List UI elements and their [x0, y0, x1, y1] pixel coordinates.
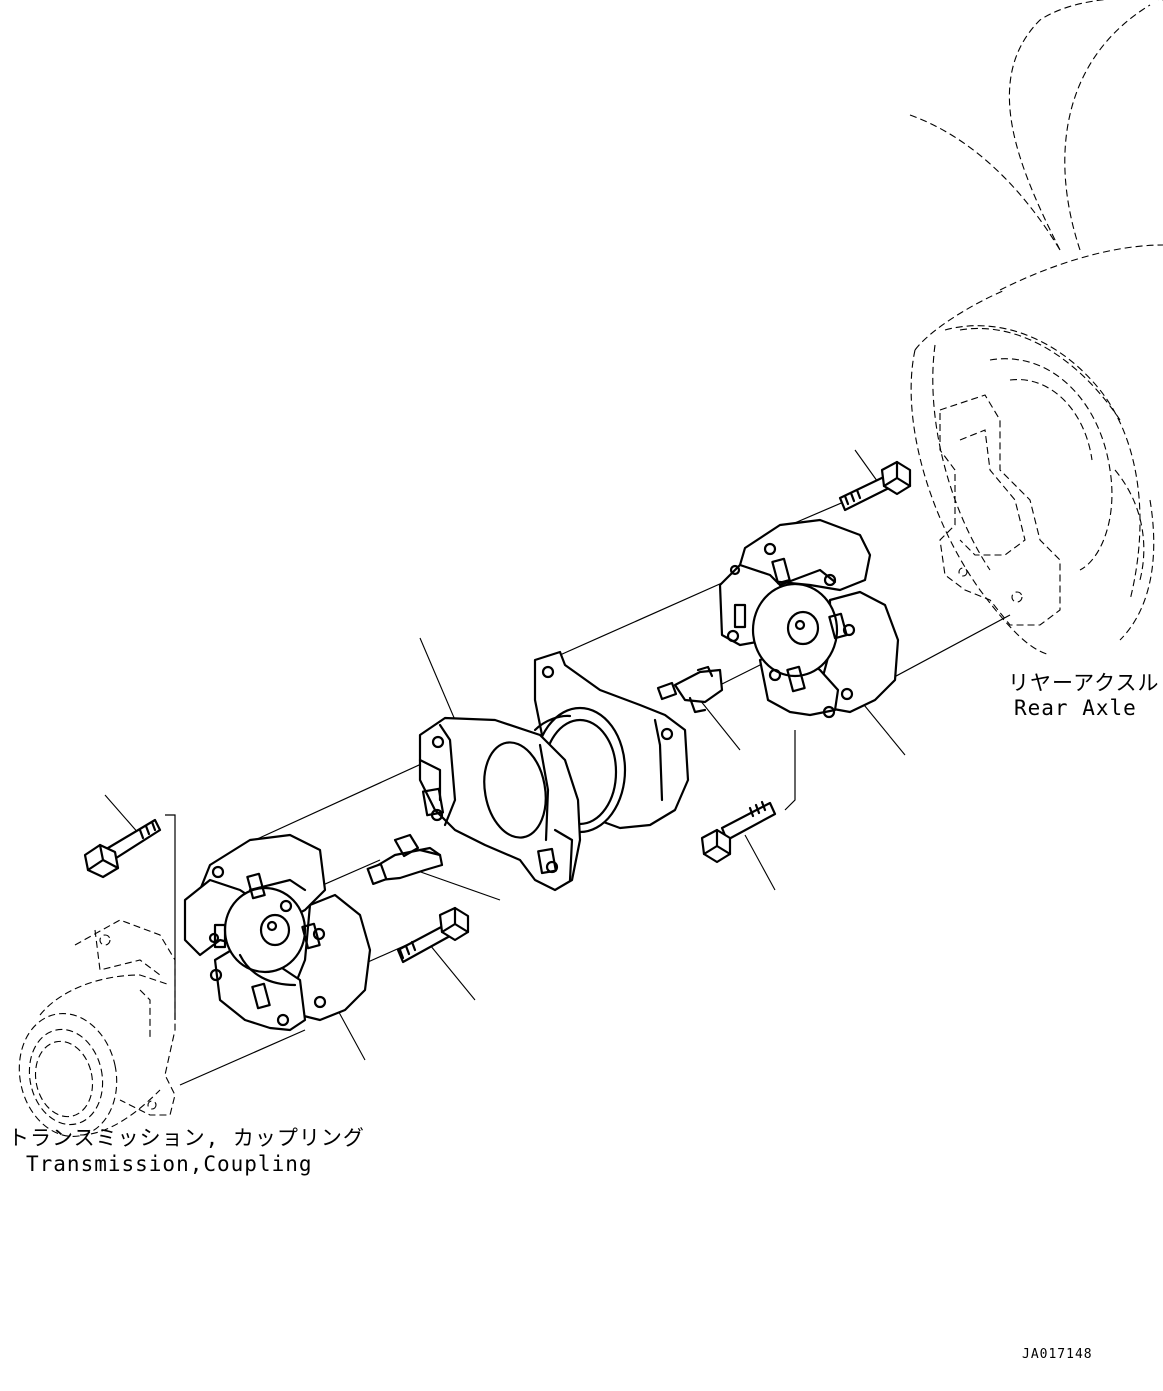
rear-axle-ghost [909, 0, 1163, 656]
front-grease-fitting [366, 833, 444, 886]
rear-axle-label-jp: リヤーアクスル [1008, 671, 1159, 695]
transmission-label-en: Transmission,Coupling [26, 1152, 313, 1176]
rear-grease-fitting [656, 665, 724, 714]
drive-shaft-center-yoke [418, 650, 690, 892]
front-bolt-upper [83, 818, 162, 879]
rear-bolt-lower [700, 800, 777, 864]
drawing-code: JA017148 [1022, 1347, 1093, 1362]
rear-universal-joint-spider [718, 518, 900, 719]
front-bolt-lower [396, 906, 470, 964]
leader-lines [104, 449, 906, 1061]
rear-bolt-upper [838, 460, 912, 512]
front-universal-joint-spider [183, 833, 372, 1032]
labels: リヤーアクスル Rear Axle トランスミッション, カップリング Tran… [8, 671, 1159, 1362]
transmission-coupling-ghost [18, 919, 176, 1138]
transmission-label-jp: トランスミッション, カップリング [8, 1126, 365, 1150]
rear-axle-label-en: Rear Axle [1014, 696, 1137, 720]
